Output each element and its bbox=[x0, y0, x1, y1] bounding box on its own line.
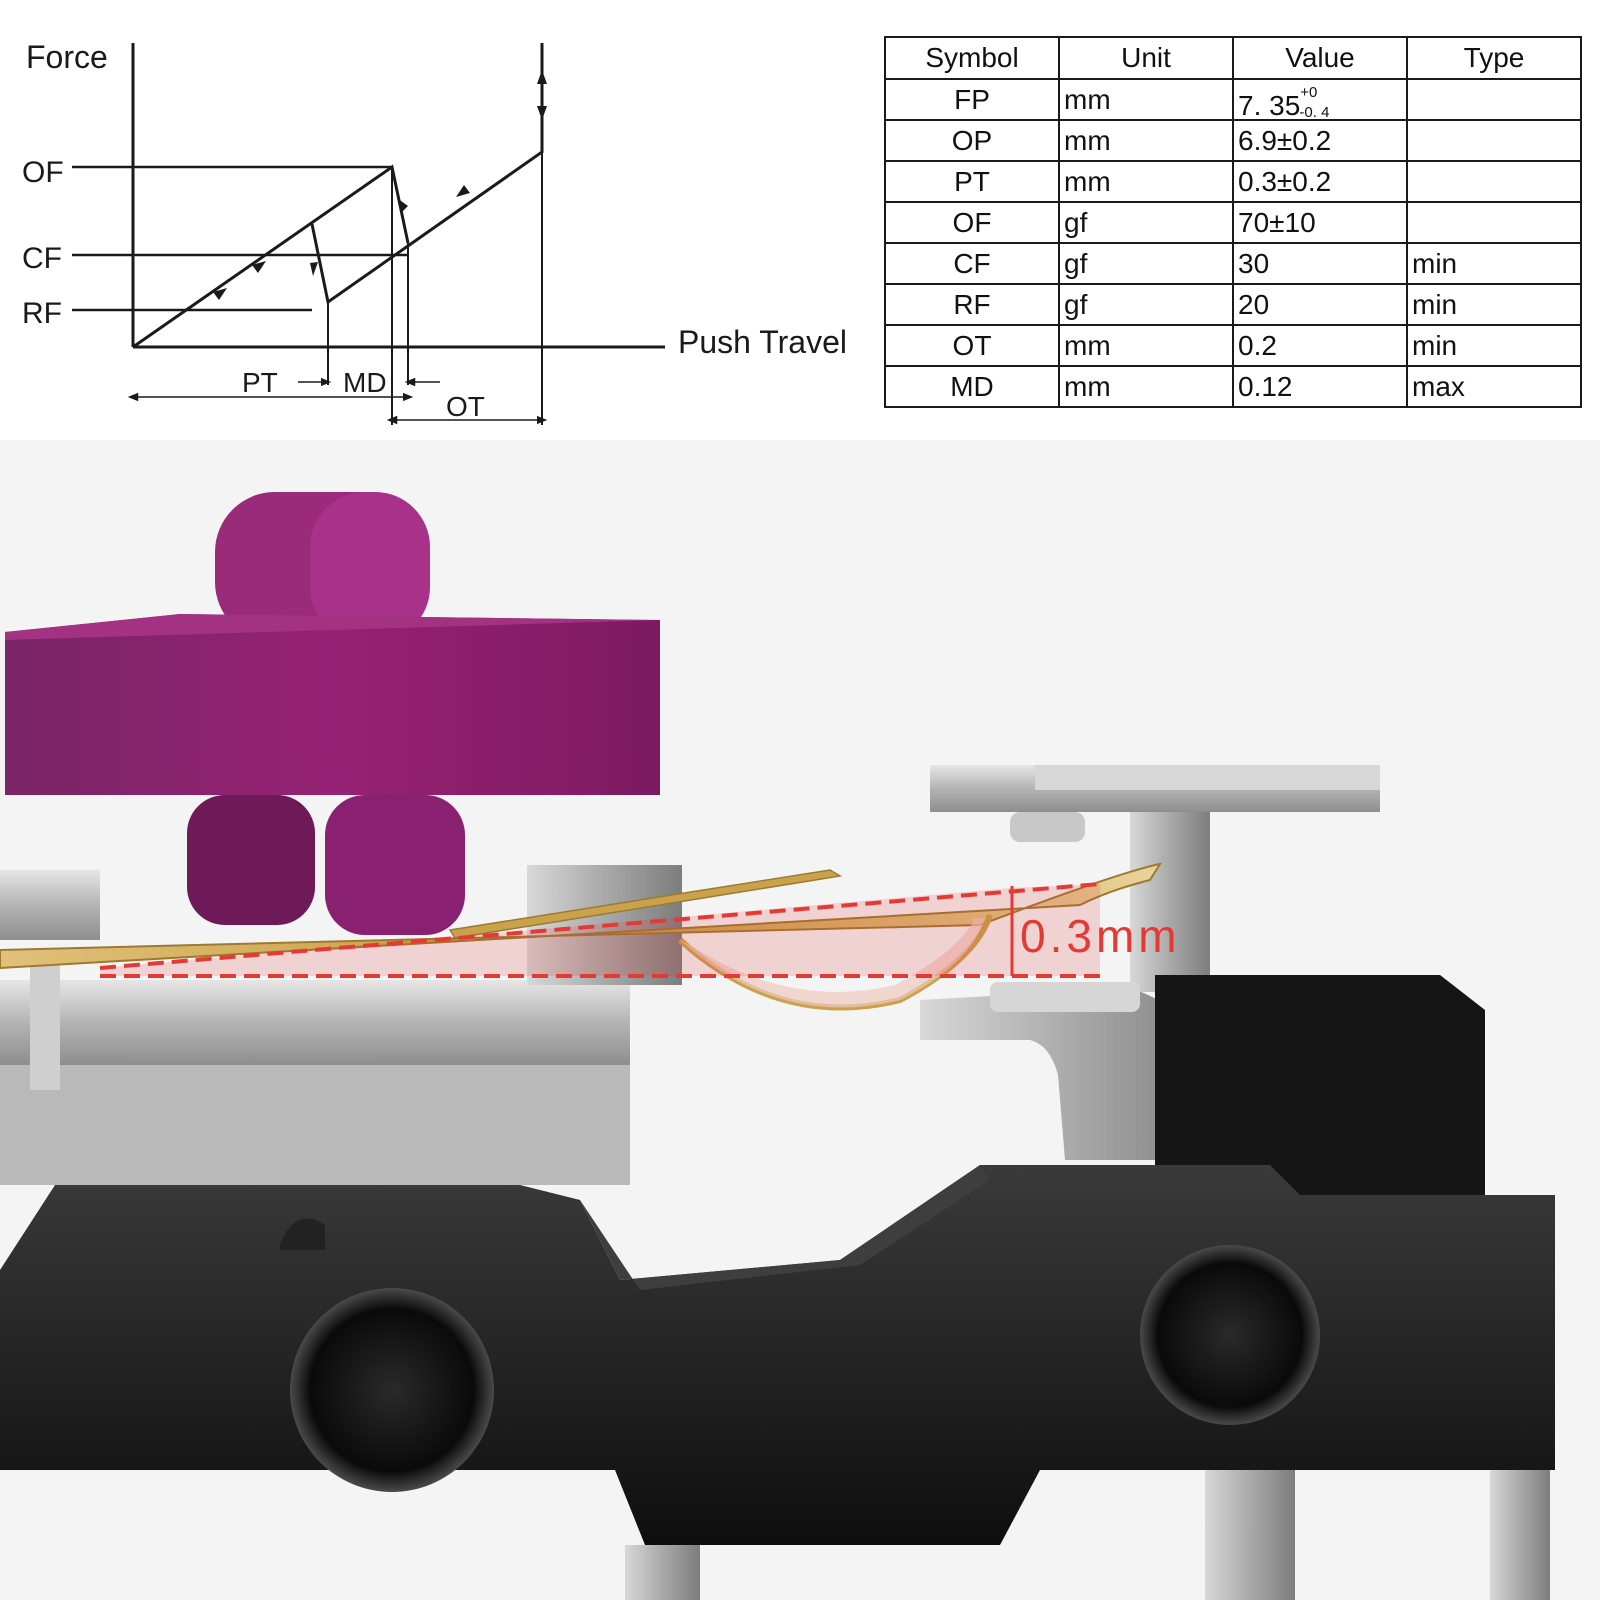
terminal-pin-right bbox=[1205, 1470, 1295, 1600]
header-unit: Unit bbox=[1058, 36, 1234, 80]
housing-mount-hole-left bbox=[290, 1288, 494, 1492]
table-row: FP mm 7. 35+0 -0. 4 bbox=[884, 78, 1582, 121]
table-row: PT mm 0.3±0.2 bbox=[884, 160, 1582, 203]
cell-type: max bbox=[1406, 365, 1582, 408]
cell-value: 0.2 bbox=[1232, 324, 1408, 367]
cell-type bbox=[1406, 78, 1582, 121]
housing-mount-hole-right bbox=[1140, 1245, 1320, 1425]
table-header-row: Symbol Unit Value Type bbox=[884, 36, 1582, 80]
microswitch-illustration: 0.3mm bbox=[0, 440, 1600, 1600]
force-travel-diagram bbox=[72, 43, 665, 425]
cell-type bbox=[1406, 119, 1582, 162]
header-value: Value bbox=[1232, 36, 1408, 80]
housing-back-wall bbox=[1155, 975, 1485, 1200]
cell-value: 30 bbox=[1232, 242, 1408, 285]
release-curve bbox=[310, 43, 544, 305]
cell-unit: mm bbox=[1058, 119, 1234, 162]
cell-value: 7. 35+0 -0. 4 bbox=[1232, 78, 1408, 121]
pt-label: PT bbox=[242, 367, 278, 398]
table-row: OP mm 6.9±0.2 bbox=[884, 119, 1582, 162]
cell-symbol: MD bbox=[884, 365, 1060, 408]
cell-unit: mm bbox=[1058, 365, 1234, 408]
value-nominal: 7. 35 bbox=[1238, 89, 1301, 121]
table-row: MD mm 0.12 max bbox=[884, 365, 1582, 408]
terminal-pin-left bbox=[625, 1545, 700, 1600]
table-row: OT mm 0.2 min bbox=[884, 324, 1582, 367]
cell-value: 0.3±0.2 bbox=[1232, 160, 1408, 203]
cell-symbol: OT bbox=[884, 324, 1060, 367]
table-row: OF gf 70±10 bbox=[884, 201, 1582, 244]
of-label: OF bbox=[22, 156, 64, 189]
ot-label: OT bbox=[446, 391, 485, 422]
cell-symbol: CF bbox=[884, 242, 1060, 285]
cell-type bbox=[1406, 160, 1582, 203]
rf-label: RF bbox=[22, 297, 62, 330]
cell-value: 6.9±0.2 bbox=[1232, 119, 1408, 162]
cell-type: min bbox=[1406, 242, 1582, 285]
actuator-leg-left bbox=[187, 795, 315, 925]
table-row: RF gf 20 min bbox=[884, 283, 1582, 326]
top-contact-rivet bbox=[1010, 812, 1085, 842]
actuator-body bbox=[5, 614, 660, 795]
actuator-leg-right bbox=[325, 795, 465, 935]
header-symbol: Symbol bbox=[884, 36, 1060, 80]
header-type: Type bbox=[1406, 36, 1582, 80]
table-row: CF gf 30 min bbox=[884, 242, 1582, 285]
spring-blade bbox=[0, 862, 1163, 970]
cell-symbol: RF bbox=[884, 283, 1060, 326]
cell-unit: gf bbox=[1058, 242, 1234, 285]
curve-arrowheads bbox=[213, 70, 547, 300]
cell-unit: mm bbox=[1058, 78, 1234, 121]
cell-type: min bbox=[1406, 283, 1582, 326]
cell-symbol: FP bbox=[884, 78, 1060, 121]
press-curve bbox=[132, 164, 410, 349]
cell-value: 0.12 bbox=[1232, 365, 1408, 408]
cell-type bbox=[1406, 201, 1582, 244]
travel-axis-label: Push Travel bbox=[678, 324, 847, 360]
cell-unit: mm bbox=[1058, 160, 1234, 203]
force-axis-label: Force bbox=[26, 39, 108, 75]
cell-symbol: OF bbox=[884, 201, 1060, 244]
md-label: MD bbox=[343, 367, 387, 398]
bottom-contact-rivet bbox=[990, 982, 1140, 1012]
cell-value: 20 bbox=[1232, 283, 1408, 326]
cell-unit: gf bbox=[1058, 283, 1234, 326]
cell-unit: gf bbox=[1058, 201, 1234, 244]
left-rail-upper bbox=[0, 870, 100, 940]
bottom-contact-bracket bbox=[920, 988, 1225, 1160]
specification-table: Symbol Unit Value Type FP mm 7. 35+0 -0. … bbox=[884, 36, 1582, 408]
terminal-pin-far-right bbox=[1490, 1470, 1550, 1600]
cell-type: min bbox=[1406, 324, 1582, 367]
value-tolerance-upper: +0 bbox=[1300, 83, 1318, 101]
cf-label: CF bbox=[22, 242, 62, 275]
value-tolerance-lower: -0. 4 bbox=[1299, 103, 1330, 121]
cell-symbol: PT bbox=[884, 160, 1060, 203]
gap-annotation: 0.3mm bbox=[1020, 910, 1181, 962]
left-rail-lower bbox=[0, 980, 630, 1065]
cell-symbol: OP bbox=[884, 119, 1060, 162]
top-contact-post bbox=[1130, 812, 1210, 992]
cell-value: 70±10 bbox=[1232, 201, 1408, 244]
cell-unit: mm bbox=[1058, 324, 1234, 367]
